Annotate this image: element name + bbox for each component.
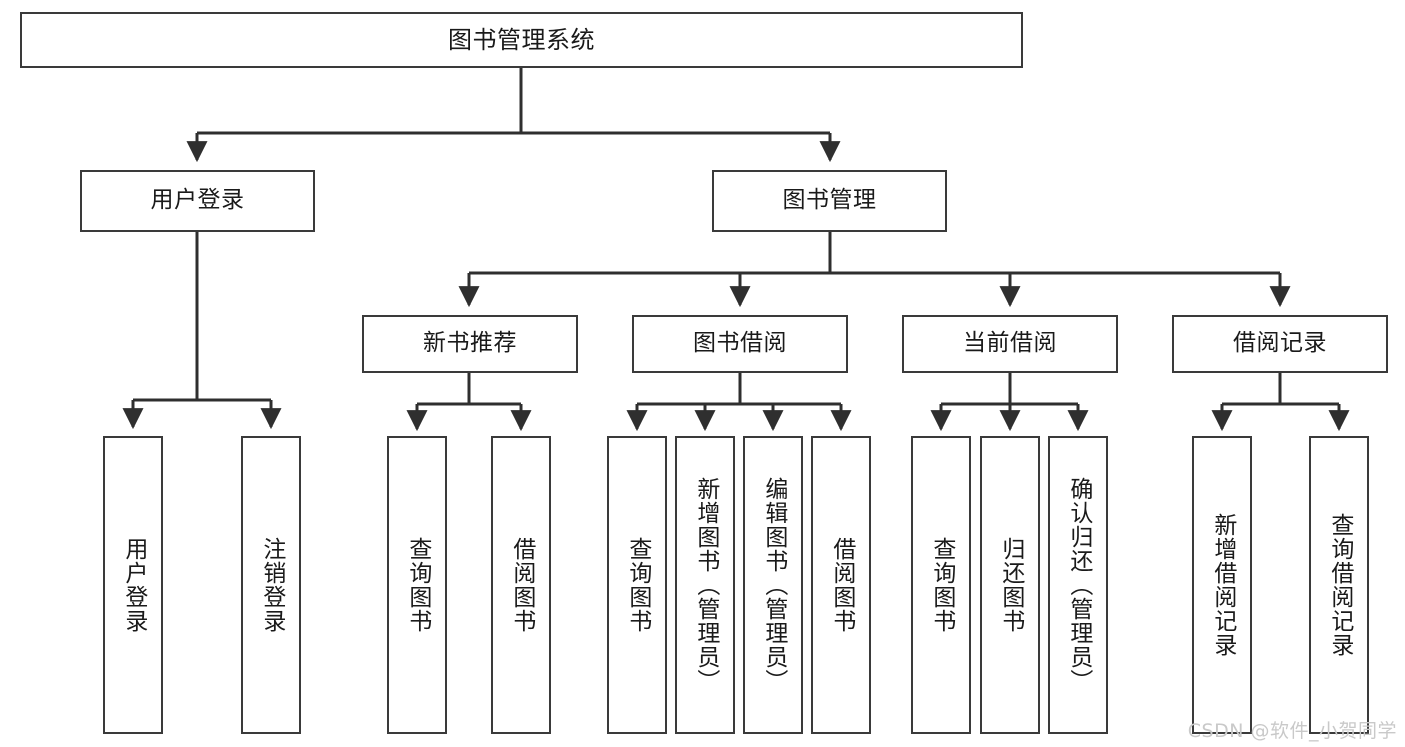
node-label: 新书推荐	[423, 330, 517, 357]
node-label: 用户登录	[150, 187, 245, 214]
leaf-logout-login[interactable]: 注销登录	[241, 436, 301, 734]
node-label: 用户登录	[120, 537, 147, 633]
leaf-borrow-book-1[interactable]: 借阅图书	[491, 436, 551, 734]
node-label: 新增图书（管理员）	[692, 477, 719, 693]
node-label: 图书管理系统	[448, 25, 595, 54]
node-book-borrow[interactable]: 图书借阅	[632, 315, 848, 373]
leaf-query-book-3[interactable]: 查询图书	[911, 436, 971, 734]
node-label: 借阅图书	[828, 537, 855, 633]
node-user-login[interactable]: 用户登录	[80, 170, 315, 232]
leaf-confirm-return-admin[interactable]: 确认归还（管理员）	[1048, 436, 1108, 734]
node-label: 注销登录	[258, 537, 285, 633]
leaf-edit-book-admin[interactable]: 编辑图书（管理员）	[743, 436, 803, 734]
node-label: 查询图书	[404, 537, 431, 633]
node-label: 新增借阅记录	[1209, 513, 1236, 657]
node-label: 归还图书	[997, 537, 1024, 633]
node-root-system[interactable]: 图书管理系统	[20, 12, 1023, 68]
node-label: 查询图书	[624, 537, 651, 633]
node-label: 借阅图书	[508, 537, 535, 633]
leaf-query-book-2[interactable]: 查询图书	[607, 436, 667, 734]
node-label: 编辑图书（管理员）	[760, 477, 787, 693]
node-label: 查询图书	[928, 537, 955, 633]
node-label: 图书管理	[782, 187, 877, 214]
csdn-watermark: CSDN @软件_小贺同学	[1187, 720, 1397, 742]
node-label: 图书借阅	[693, 330, 787, 357]
leaf-query-borrow-record[interactable]: 查询借阅记录	[1309, 436, 1369, 734]
node-label: 查询借阅记录	[1326, 513, 1353, 657]
node-borrow-record[interactable]: 借阅记录	[1172, 315, 1388, 373]
node-label: 借阅记录	[1233, 330, 1327, 357]
node-book-manage[interactable]: 图书管理	[712, 170, 947, 232]
leaf-query-book-1[interactable]: 查询图书	[387, 436, 447, 734]
leaf-add-book-admin[interactable]: 新增图书（管理员）	[675, 436, 735, 734]
node-label: 当前借阅	[963, 330, 1057, 357]
node-new-book-recommend[interactable]: 新书推荐	[362, 315, 578, 373]
leaf-borrow-book-2[interactable]: 借阅图书	[811, 436, 871, 734]
node-current-borrow[interactable]: 当前借阅	[902, 315, 1118, 373]
leaf-user-login[interactable]: 用户登录	[103, 436, 163, 734]
leaf-return-book[interactable]: 归还图书	[980, 436, 1040, 734]
node-label: 确认归还（管理员）	[1065, 477, 1092, 693]
leaf-add-borrow-record[interactable]: 新增借阅记录	[1192, 436, 1252, 734]
